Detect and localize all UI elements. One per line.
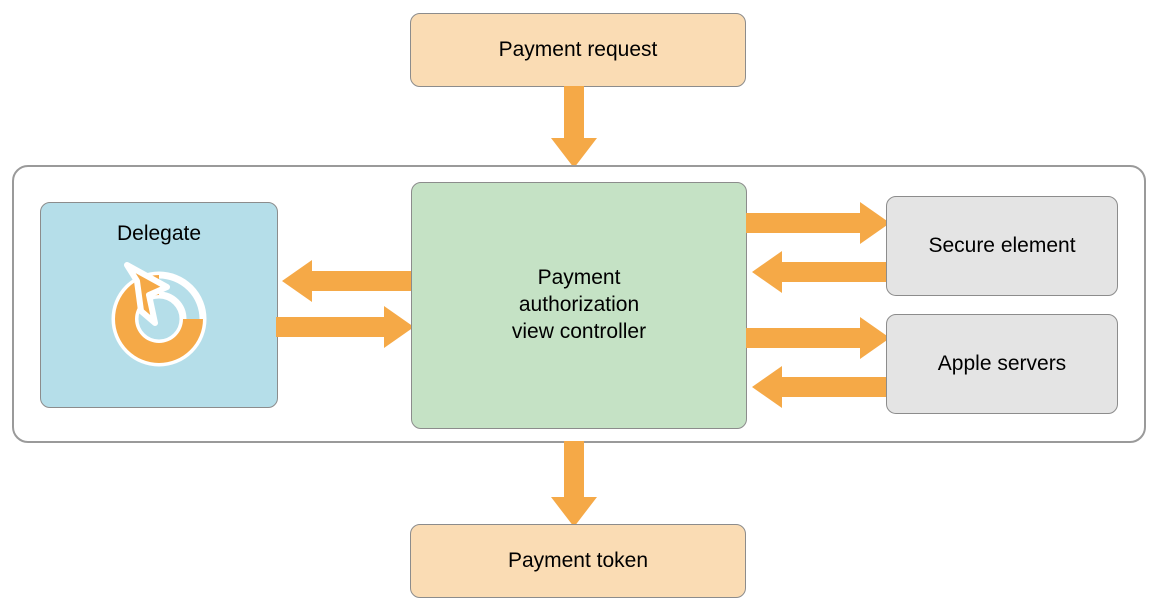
circular-loop-arrow-icon xyxy=(111,262,207,367)
node-delegate: Delegate xyxy=(40,202,278,408)
node-secure-element: Secure element xyxy=(886,196,1118,296)
node-payment-request: Payment request xyxy=(410,13,746,87)
node-payment-token-label: Payment token xyxy=(507,548,649,572)
node-apple-servers: Apple servers xyxy=(886,314,1118,414)
arrow-controller-to-payment-token xyxy=(551,441,597,527)
arrow-payment-request-to-controller xyxy=(551,86,597,168)
node-payment-token: Payment token xyxy=(410,524,746,598)
node-secure-element-label: Secure element xyxy=(928,233,1076,257)
node-controller-label-line1: Payment xyxy=(537,266,621,290)
node-payment-authorization-view-controller: Payment authorization view controller xyxy=(411,182,747,429)
node-controller-label-line2: authorization xyxy=(518,293,640,317)
node-payment-request-label: Payment request xyxy=(498,37,658,61)
node-apple-servers-label: Apple servers xyxy=(937,351,1067,375)
node-delegate-label: Delegate xyxy=(116,222,202,245)
node-controller-label-line3: view controller xyxy=(511,319,647,343)
